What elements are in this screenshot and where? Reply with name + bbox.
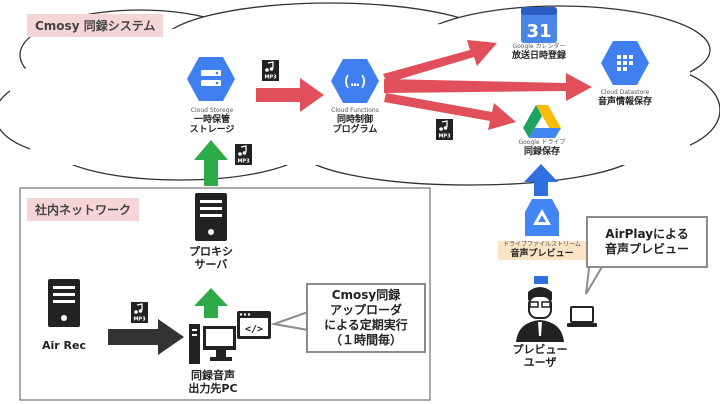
arrow-functions-to-drive (384, 93, 516, 130)
user-avatar-icon (516, 287, 564, 342)
preview-user-caption: プレビュー ユーザ (512, 343, 568, 369)
arrow-functions-to-calendar (383, 40, 497, 83)
output-pc-caption: 同録音声 出力先PC (188, 369, 238, 395)
code-window-icon: </> (237, 311, 271, 339)
arrow-storage-to-functions (256, 78, 324, 112)
uploader-callout-pointer (270, 310, 309, 332)
svg-text:MP3: MP3 (438, 134, 451, 140)
proxy-server-caption: プロキシ サーバ (189, 245, 233, 271)
arrow-user-to-filestream (534, 276, 548, 284)
svg-text:MP3: MP3 (133, 317, 146, 323)
drive-file-stream-caption: ドライブファイルストリーム 音声プレビュー (498, 241, 586, 261)
svg-text:</>: </> (245, 324, 263, 335)
arrow-filestream-to-drive (524, 164, 558, 196)
cloud-functions-icon: (…) (331, 59, 379, 103)
drive-file-stream-icon (525, 199, 559, 236)
arrow-proxy-to-storage (194, 140, 228, 186)
arrow-pc-to-proxy (194, 288, 228, 318)
google-calendar-icon: 31 (521, 7, 557, 43)
laptop-icon (567, 306, 597, 327)
google-drive-icon (523, 105, 561, 138)
mp3-file-icon: MP3 (262, 60, 279, 81)
cloud-datastore-icon (601, 41, 649, 85)
google-drive-caption: Google ドライブ 同録保存 (518, 139, 566, 157)
airplay-callout-pointer (585, 260, 608, 295)
arrow-airrec-to-pc (108, 319, 184, 355)
svg-text:MP3: MP3 (237, 159, 250, 165)
svg-text:31: 31 (526, 21, 551, 42)
uploader-callout: Cmosy同録 アップローダ による定期実行 （１時間毎） (306, 283, 426, 353)
svg-text:(…): (…) (342, 74, 367, 90)
network-region-label: 社内ネットワーク (27, 198, 140, 221)
proxy-server-icon (195, 193, 227, 241)
cloud-functions-caption: Cloud Functions 同時制御 プログラム (331, 107, 379, 136)
arrow-functions-to-datastore (384, 73, 592, 101)
cloud-region-label: Cmosy 同録システム (27, 14, 164, 37)
cloud-datastore-caption: Cloud Datastore 音声情報保存 (597, 89, 652, 107)
desktop-pc-icon (189, 324, 236, 364)
cloud-storage-icon (187, 57, 235, 101)
mp3-file-icon: MP3 (131, 302, 148, 323)
svg-text:MP3: MP3 (264, 75, 277, 81)
air-rec-caption: Air Rec (42, 339, 86, 352)
mp3-file-icon: MP3 (436, 119, 453, 140)
airplay-callout: AirPlayによる 音声プレビュー (586, 216, 708, 268)
air-rec-server-icon (48, 279, 80, 327)
google-calendar-caption: Google カレンダー 放送日時登録 (511, 43, 566, 61)
mp3-file-icon: MP3 (235, 144, 252, 165)
cloud-storage-caption: Cloud Storege 一時保管 ストレージ (189, 107, 235, 136)
